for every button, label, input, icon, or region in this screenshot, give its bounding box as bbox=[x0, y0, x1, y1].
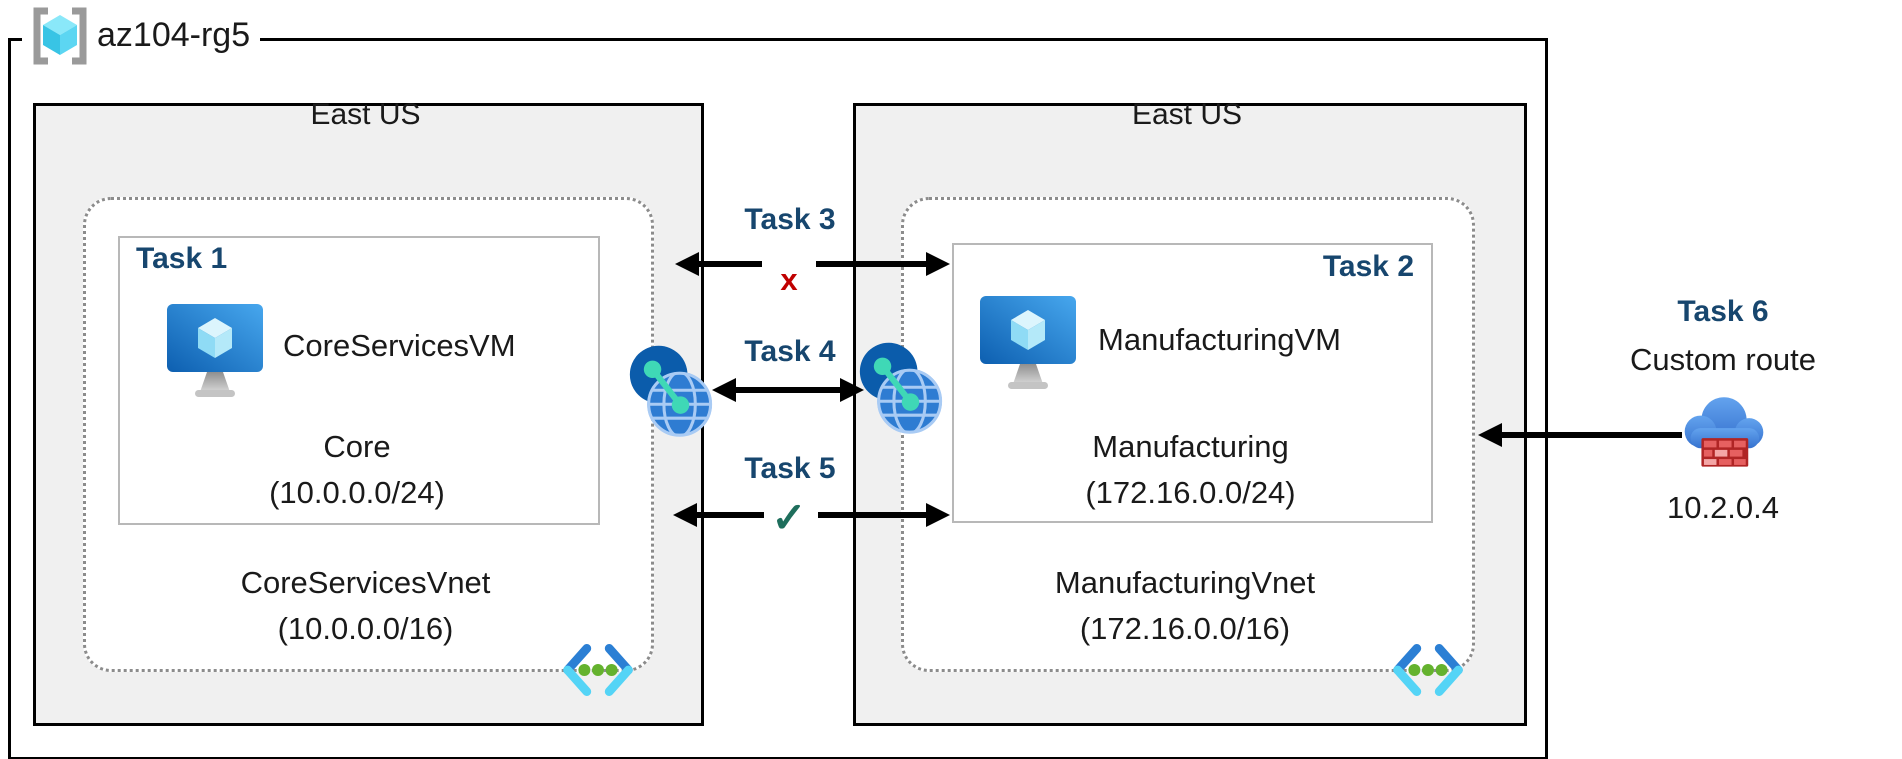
subnet-core-cidr: (10.0.0.0/24) bbox=[269, 475, 445, 510]
vnet-manufacturing-caption: ManufacturingVnet (172.16.0.0/16) bbox=[901, 560, 1469, 652]
subnet-manufacturing-caption: Manufacturing (172.16.0.0/24) bbox=[952, 424, 1429, 516]
resource-group-icon bbox=[28, 6, 92, 66]
virtual-network-icon-right bbox=[1388, 642, 1468, 698]
virtual-network-icon-left bbox=[558, 642, 638, 698]
task3-label: Task 3 bbox=[744, 203, 836, 236]
vm-name-manufacturing: ManufacturingVM bbox=[1098, 322, 1341, 357]
task3-blocked-x: x bbox=[780, 262, 798, 297]
subnet-core-caption: Core (10.0.0.0/24) bbox=[118, 424, 596, 516]
subnet-manufacturing-cidr: (172.16.0.0/24) bbox=[1085, 475, 1296, 510]
vm-icon-coreservices bbox=[165, 302, 265, 402]
task1-label: Task 1 bbox=[136, 242, 228, 275]
vm-name-coreservices: CoreServicesVM bbox=[283, 328, 516, 363]
task5-label: Task 5 bbox=[744, 452, 836, 485]
vnet-coreservices-name: CoreServicesVnet bbox=[240, 565, 491, 600]
region-title-left: East US bbox=[310, 98, 421, 131]
task2-label: Task 2 bbox=[1322, 250, 1414, 283]
subnet-box-core bbox=[118, 236, 600, 525]
task4-label: Task 4 bbox=[744, 335, 836, 368]
vnet-peering-globe-icon-left bbox=[626, 344, 714, 440]
vnet-coreservices-cidr: (10.0.0.0/16) bbox=[277, 611, 454, 646]
subnet-manufacturing-name: Manufacturing bbox=[1092, 429, 1289, 464]
vnet-coreservices-caption: CoreServicesVnet (10.0.0.0/16) bbox=[83, 560, 648, 652]
vnet-manufacturing-cidr: (172.16.0.0/16) bbox=[1079, 611, 1291, 646]
vnet-peering-globe-icon-right bbox=[856, 341, 944, 437]
region-title-right: East US bbox=[1131, 98, 1243, 131]
resource-group-name: az104-rg5 bbox=[97, 16, 251, 54]
vnet-manufacturing-name: ManufacturingVnet bbox=[1054, 565, 1316, 600]
custom-route-title: Custom route bbox=[1629, 342, 1817, 377]
vm-icon-manufacturing bbox=[978, 294, 1078, 394]
task5-check: ✓ bbox=[771, 494, 807, 541]
custom-route-ip: 10.2.0.4 bbox=[1666, 490, 1780, 525]
subnet-core-name: Core bbox=[323, 429, 391, 464]
nva-firewall-cloud-icon bbox=[1678, 388, 1770, 480]
task6-label: Task 6 bbox=[1677, 295, 1769, 328]
